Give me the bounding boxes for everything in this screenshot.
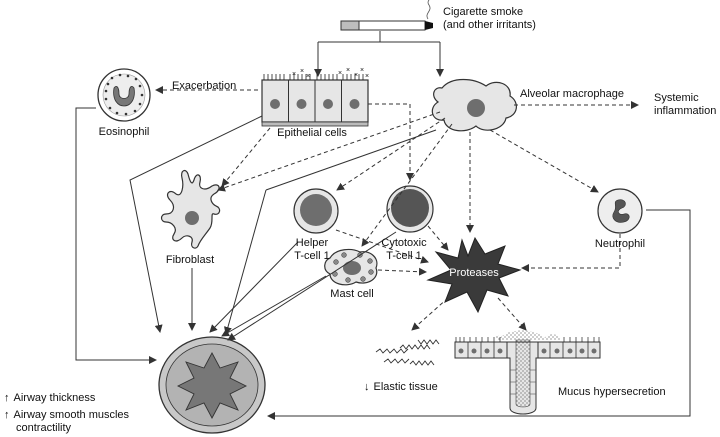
down-arrow-icon: ↓ — [364, 381, 370, 393]
airway-cross-section — [158, 336, 266, 434]
up-arrow-icon-2: ↑ — [4, 409, 10, 421]
alveolar-macrophage — [431, 78, 517, 132]
svg-text:×: × — [346, 67, 350, 74]
solid-arrows-to-airway — [75, 107, 691, 420]
smoke-branch-arrows — [314, 31, 444, 77]
label-elastic-tissue: ↓Elastic tissue — [364, 381, 438, 394]
epithelial-cells: ×× ×× ×× ×× — [261, 67, 369, 127]
label-mast-cell: Mast cell — [330, 288, 374, 300]
label-smooth-muscles: ↑Airway smooth muscles contractility — [4, 409, 129, 435]
cytotoxic-line-1: Cytotoxic — [381, 237, 427, 249]
elastic-tissue-fibres — [375, 339, 440, 366]
label-cigarette-smoke: Cigarette smoke (and other irritants) — [443, 6, 536, 32]
label-mucus-hypersecretion: Mucus hypersecretion — [558, 386, 666, 398]
label-exacerbation: Exacerbation — [172, 80, 237, 92]
label-alveolar-macrophage: Alveolar macrophage — [520, 88, 624, 100]
neutrophil-cell — [597, 188, 643, 234]
dashed-signal-arrows — [155, 86, 639, 331]
smooth-line-1: Airway smooth muscles — [13, 409, 130, 421]
elastic-text: Elastic tissue — [373, 381, 438, 393]
up-arrow-icon: ↑ — [4, 392, 10, 404]
label-neutrophil: Neutrophil — [594, 238, 646, 250]
mast-cell — [324, 248, 378, 286]
proteases-burst — [426, 236, 522, 314]
svg-text:×: × — [360, 67, 364, 74]
cigarette-icon — [340, 0, 433, 31]
smoke-line-2: (and other irritants) — [443, 19, 536, 31]
label-eosinophil: Eosinophil — [98, 126, 150, 138]
label-proteases: Proteases — [449, 267, 499, 279]
label-cytotoxic-t-cell: Cytotoxic T-cell 1 — [381, 237, 426, 263]
eosinophil-cell — [97, 68, 151, 122]
svg-text:×: × — [306, 73, 310, 80]
cytotoxic-t-cell — [386, 185, 434, 233]
svg-text:×: × — [300, 68, 304, 75]
svg-text:×: × — [292, 71, 296, 78]
label-helper-t-cell: Helper T-cell 1 — [294, 237, 329, 263]
helper-line-1: Helper — [295, 237, 329, 249]
airway-thickness-text: Airway thickness — [13, 392, 96, 404]
svg-text:×: × — [354, 72, 358, 79]
systemic-line-1: Systemic — [654, 92, 699, 104]
cytotoxic-line-2: T-cell 1 — [386, 250, 422, 262]
label-fibroblast: Fibroblast — [165, 254, 215, 266]
helper-line-2: T-cell 1 — [294, 250, 330, 262]
label-systemic-inflammation: Systemic inflammation — [654, 92, 716, 118]
smooth-line-2: contractility — [16, 422, 72, 434]
mucus-gland — [454, 330, 601, 415]
fibroblast-cell — [160, 169, 221, 249]
systemic-line-2: inflammation — [654, 105, 717, 117]
label-epithelial-cells: Epithelial cells — [277, 127, 347, 139]
svg-text:×: × — [338, 70, 342, 77]
label-airway-thickness: ↑Airway thickness — [4, 392, 95, 405]
svg-text:×: × — [365, 73, 369, 80]
smoke-line-1: Cigarette smoke — [443, 6, 524, 18]
helper-t-cell — [293, 188, 339, 234]
